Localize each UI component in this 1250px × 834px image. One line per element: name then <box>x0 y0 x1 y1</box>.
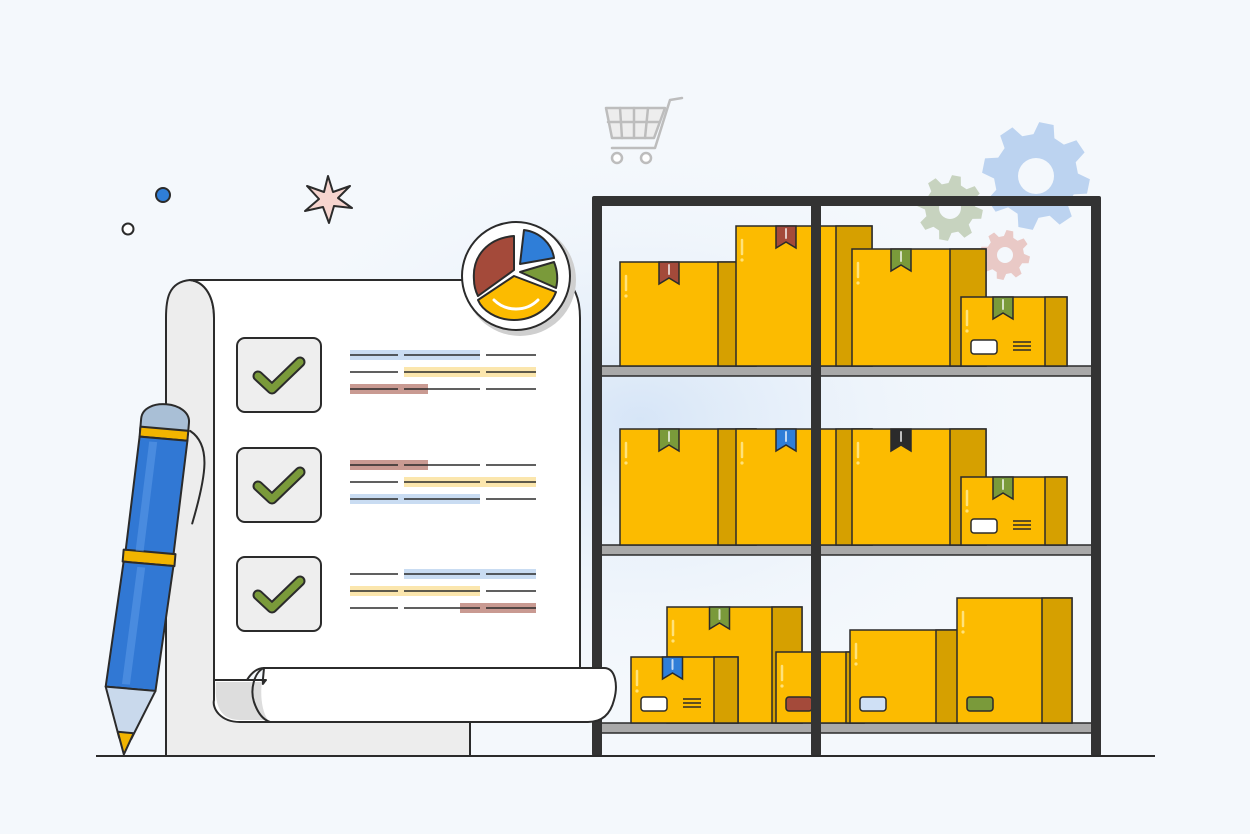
decor-dot-blue <box>155 187 171 203</box>
box-label <box>859 696 887 712</box>
box-label <box>970 518 998 534</box>
cardboard-box <box>960 296 1068 367</box>
checklist <box>236 337 536 632</box>
shelf-frame <box>592 196 1101 756</box>
checklist-item <box>236 447 536 523</box>
box-label <box>785 696 813 712</box>
cardboard-box <box>956 597 1073 724</box>
cardboard-box <box>849 629 959 724</box>
sparkle-icon <box>304 175 353 224</box>
checklist-item <box>236 556 536 632</box>
scroll-roll-shadow <box>215 682 268 720</box>
checklist-item <box>236 337 536 413</box>
gear-icon <box>980 230 1030 280</box>
box-label <box>966 696 994 712</box>
box-label <box>970 339 998 355</box>
cardboard-box <box>960 476 1068 546</box>
shopping-cart-icon <box>604 96 684 165</box>
cardboard-box <box>630 656 739 724</box>
cardboard-box <box>619 261 757 367</box>
pie-chart-icon <box>461 221 576 336</box>
decor-dot-ring <box>121 222 135 236</box>
shelf-boxes <box>619 225 1073 724</box>
gear-icon <box>982 122 1090 230</box>
pen-icon <box>104 403 206 756</box>
box-label <box>640 696 668 712</box>
